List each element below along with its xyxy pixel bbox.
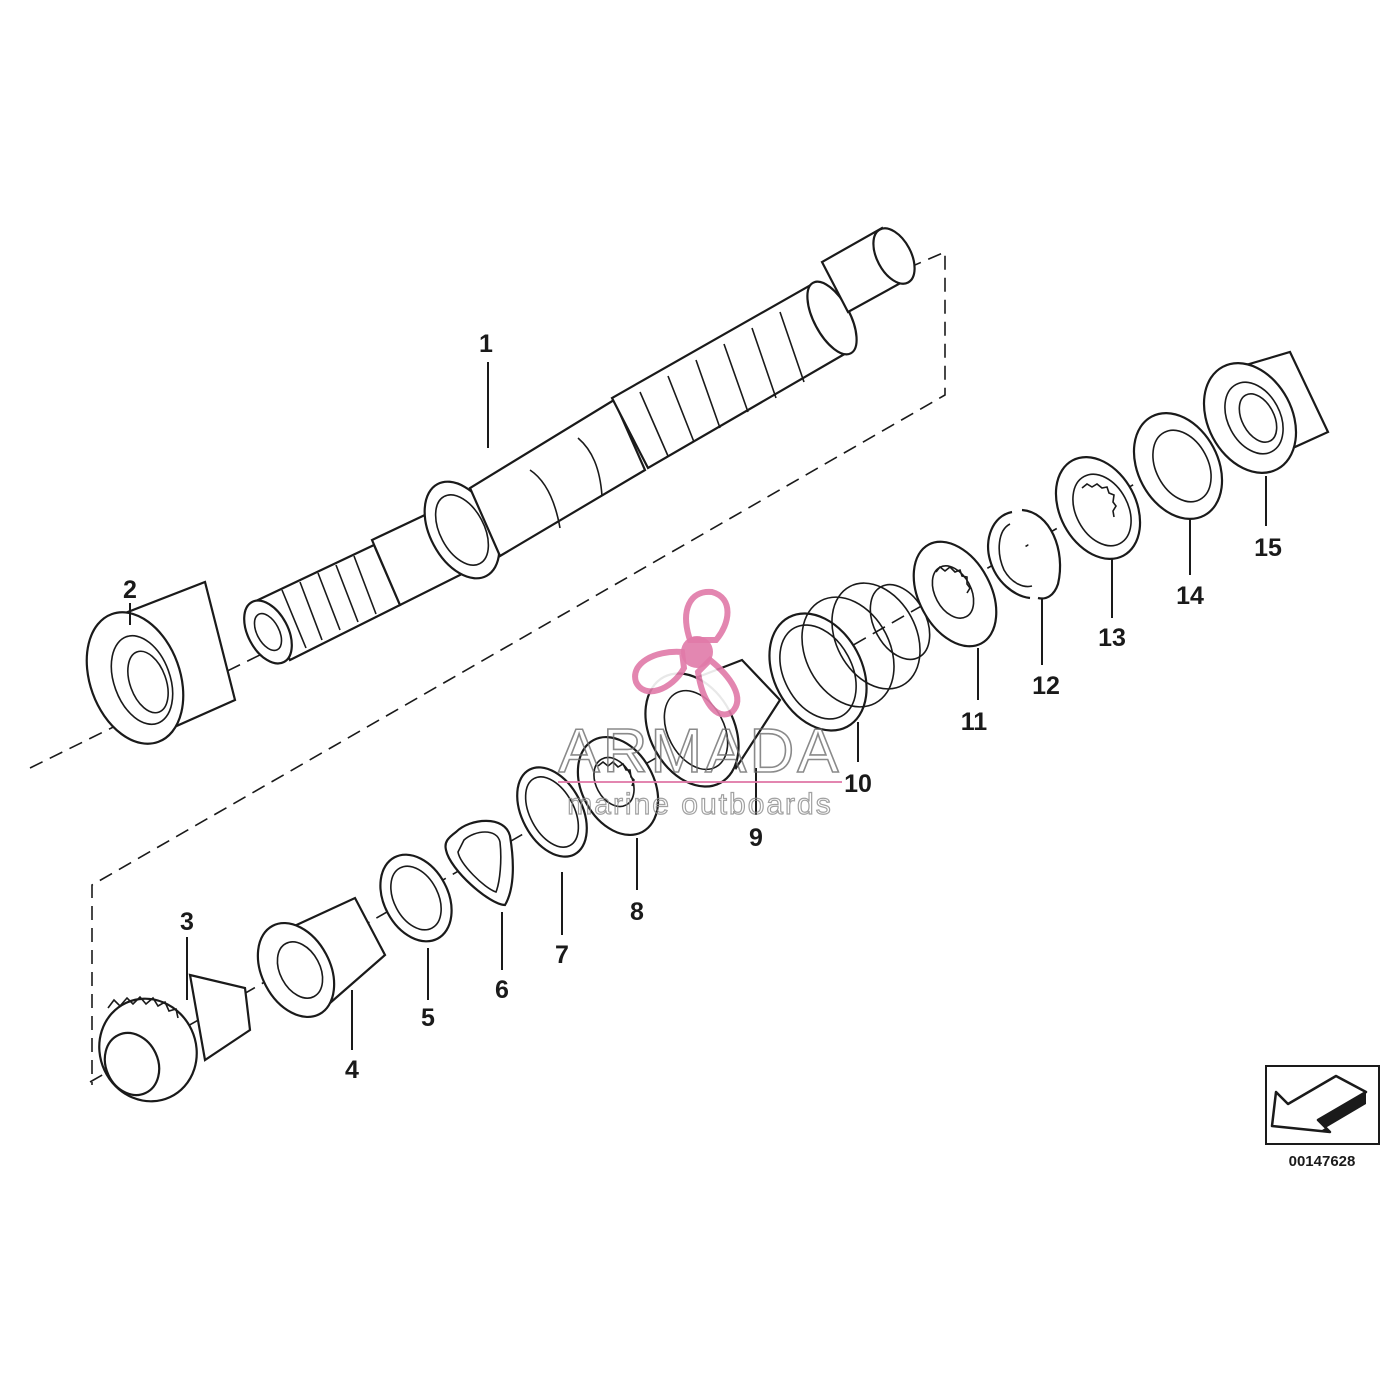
callout-9: 9	[749, 824, 763, 852]
callout-7: 7	[555, 941, 569, 969]
shaft-lower-splined-end	[243, 543, 402, 665]
callout-5: 5	[421, 1004, 435, 1032]
callout-13: 13	[1098, 624, 1126, 652]
splined-ring	[1054, 455, 1142, 561]
watermark: ARMADA marine outboards	[558, 588, 842, 822]
shaft-top-journal	[820, 226, 916, 314]
arrow-down-left-icon	[1270, 1074, 1368, 1134]
thrust-ring	[379, 853, 453, 943]
callout-15: 15	[1254, 534, 1282, 562]
callout-11: 11	[961, 708, 988, 736]
shaft-upper-splines	[610, 280, 858, 470]
propeller-icon	[632, 588, 741, 718]
splined-disc	[576, 735, 660, 837]
callout-14: 14	[1176, 582, 1204, 610]
callout-2: 2	[123, 576, 137, 604]
ball-bearing-right	[1202, 350, 1330, 474]
flat-washer	[1132, 412, 1224, 520]
shaft-body	[468, 398, 647, 558]
callout-labels: 1 2 3 4 5 6 7 8 9 10 11 12 13 14 15	[123, 330, 1282, 1084]
callout-6: 6	[495, 976, 509, 1004]
callout-1: 1	[479, 330, 493, 358]
split-ring	[986, 508, 1062, 600]
callout-4: 4	[345, 1056, 359, 1084]
orientation-badge: 00147628	[1265, 1065, 1380, 1170]
callout-12: 12	[1032, 672, 1060, 700]
toothed-washer	[912, 540, 998, 648]
watermark-brand: ARMADA	[558, 717, 841, 786]
leader-lines	[129, 362, 1267, 1050]
main-shaft	[243, 226, 916, 665]
diagram-number: 00147628	[1289, 1153, 1356, 1170]
ball-bearing-left	[85, 580, 237, 745]
callout-3: 3	[180, 908, 194, 936]
circlip	[516, 766, 588, 858]
watermark-tagline: marine outboards	[567, 788, 832, 821]
callout-8: 8	[630, 898, 644, 926]
callout-10: 10	[844, 770, 872, 798]
triangular-washer	[444, 819, 514, 907]
pinion-gear	[98, 973, 252, 1103]
cam-sleeve	[256, 896, 387, 1019]
